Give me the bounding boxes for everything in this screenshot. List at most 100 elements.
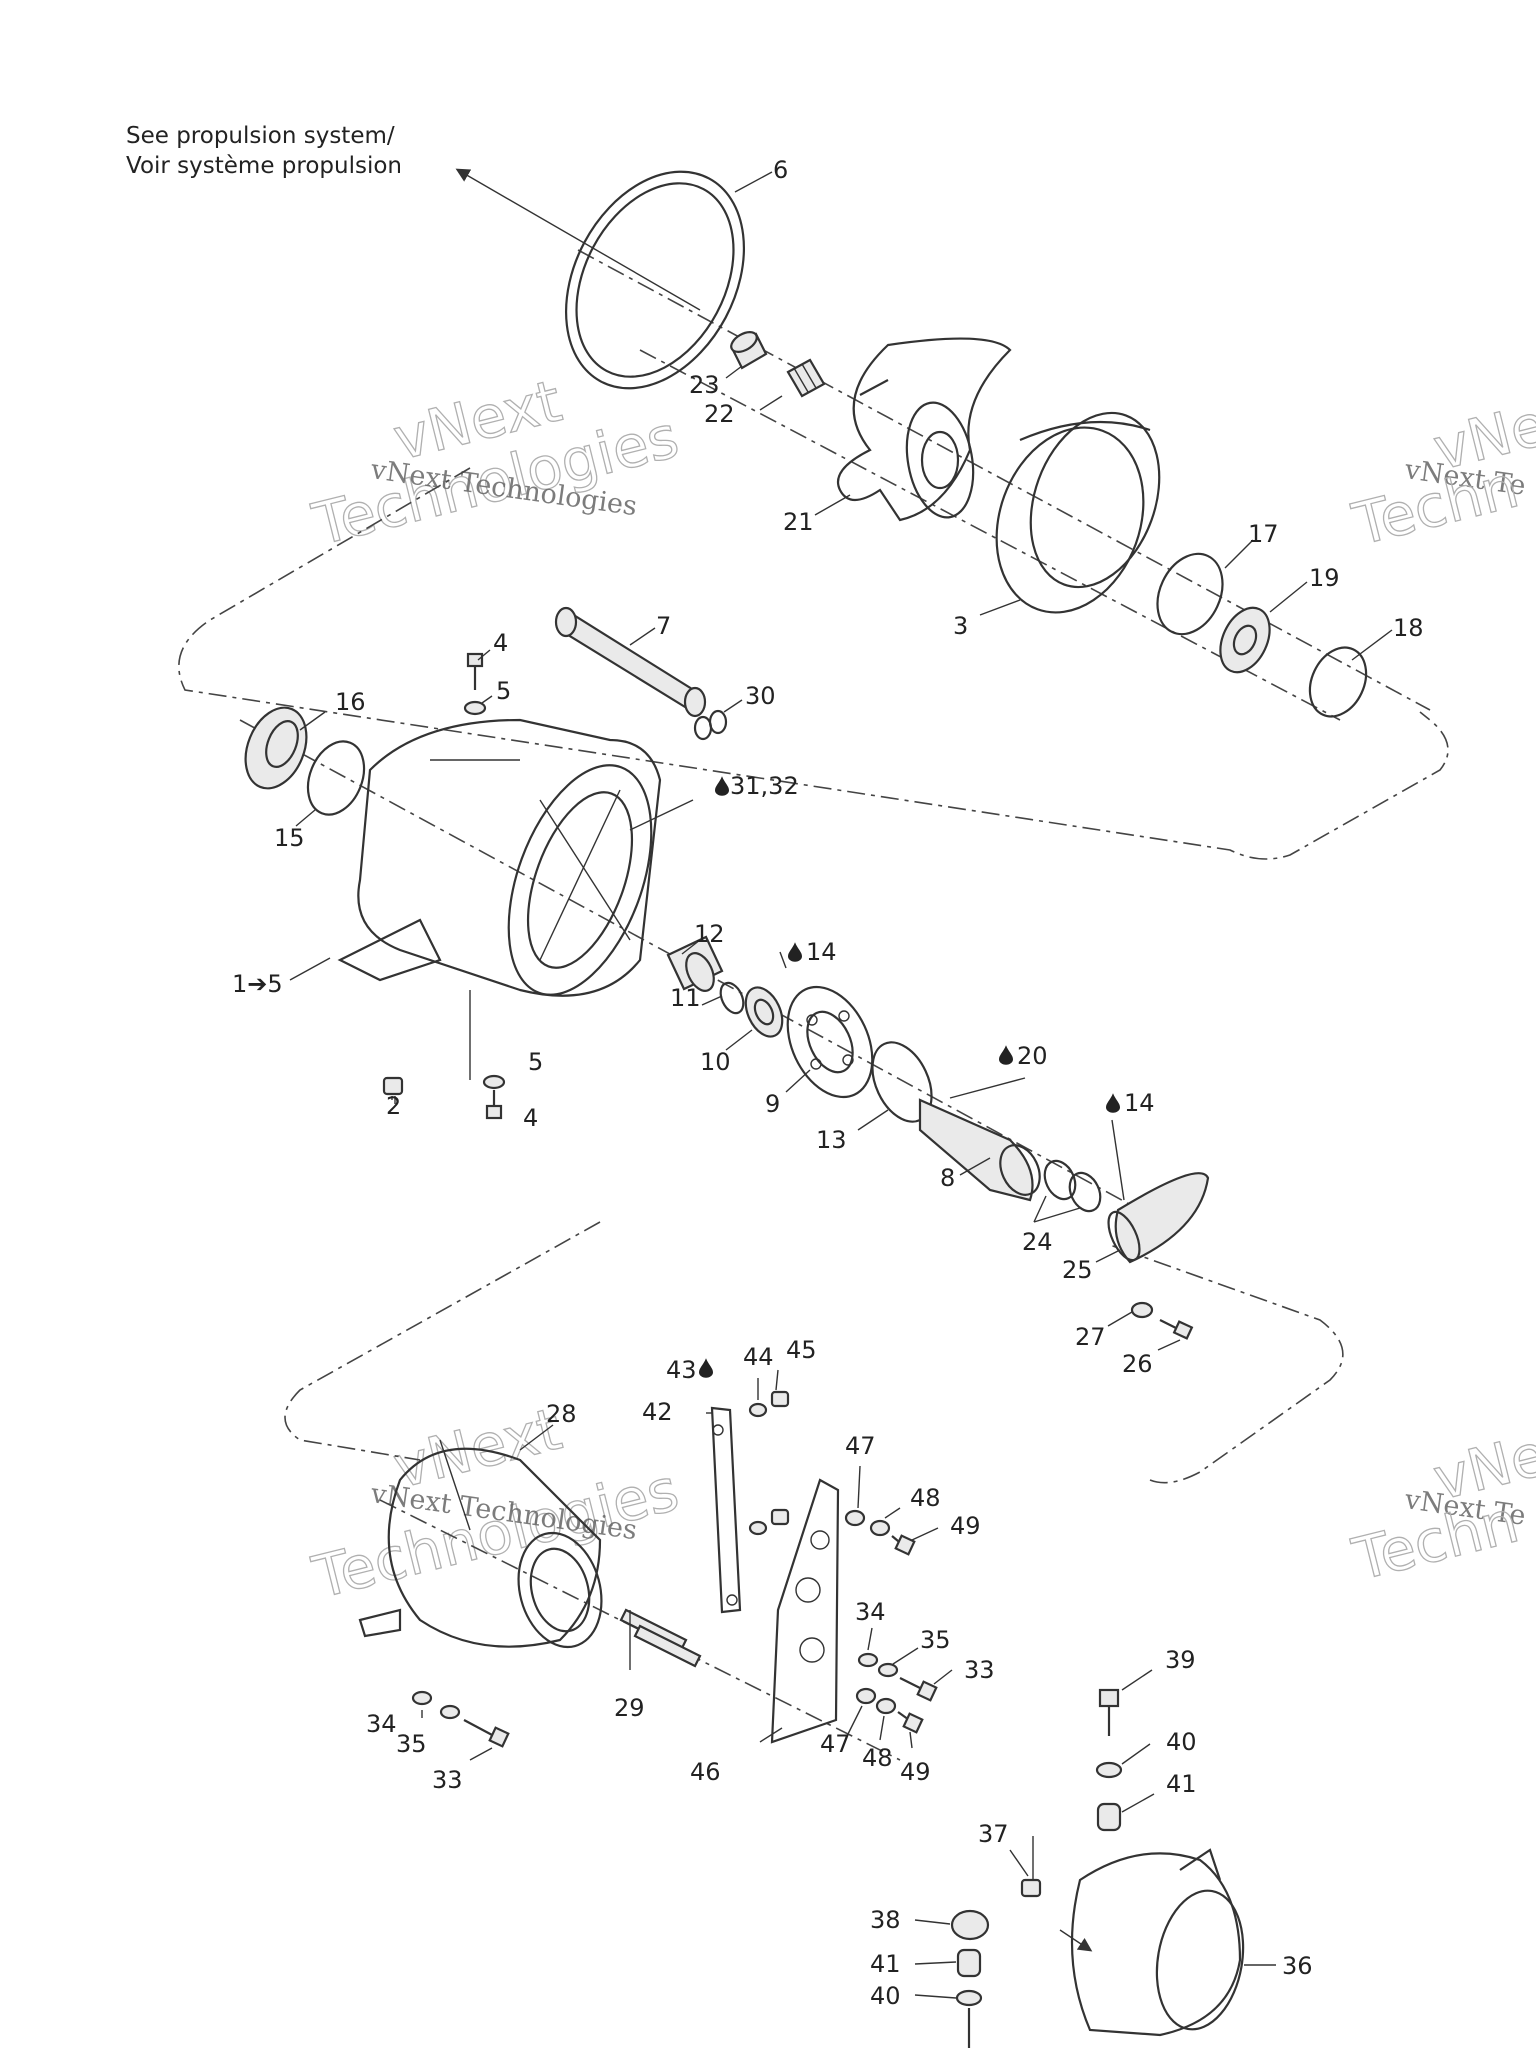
callout-14-b: 14 (1124, 1089, 1155, 1117)
callout-5-bottom: 5 (528, 1048, 543, 1076)
part-33-screw-left (463, 1719, 510, 1748)
callout-22: 22 (704, 400, 735, 428)
callout-23: 23 (689, 371, 720, 399)
callout-19: 19 (1309, 564, 1340, 592)
drop-icon (715, 776, 729, 796)
callout-4-top: 4 (493, 629, 508, 657)
part-16-seal (244, 706, 308, 790)
part-47-washer-lower (855, 1687, 877, 1705)
callout-35-a: 35 (396, 1730, 427, 1758)
callout-40-b: 40 (870, 1982, 901, 2010)
callout-21: 21 (783, 508, 814, 536)
part-8-shaft (918, 1098, 1041, 1202)
part-9-bearing (786, 985, 874, 1099)
part-29-pins (619, 1608, 702, 1668)
part-39-bolt (1098, 1688, 1120, 1736)
callout-46: 46 (690, 1758, 721, 1786)
part-6-ring (564, 170, 746, 390)
part-4-bolt-bottom (485, 1090, 503, 1120)
callout-25: 25 (1062, 1256, 1093, 1284)
callout-48-a: 48 (910, 1484, 941, 1512)
callout-labels: 6 23 22 21 3 17 19 18 7 30 16 15 4 5 31,… (232, 156, 1424, 2010)
part-40-washer-top (1095, 1761, 1123, 1779)
part-49-screw-lower (897, 1711, 924, 1734)
part-48-washer-upper (869, 1519, 891, 1537)
part-17-circlip (1156, 552, 1224, 636)
upper-assembly-boundary (178, 467, 1449, 860)
callout-30: 30 (745, 682, 776, 710)
callout-31-32: 31,32 (730, 772, 799, 800)
part-35-washer-left (439, 1704, 461, 1720)
callout-9: 9 (765, 1090, 780, 1118)
callout-44: 44 (743, 1343, 774, 1371)
part-35-washer-right (877, 1662, 899, 1678)
callout-49-a: 49 (950, 1512, 981, 1540)
part-45-nut-top (770, 1390, 790, 1408)
callout-45: 45 (786, 1336, 817, 1364)
callout-37: 37 (978, 1820, 1009, 1848)
leader-lines (289, 171, 1393, 1999)
callout-47-b: 47 (820, 1730, 851, 1758)
part-28-venturi (358, 1439, 603, 1649)
part-41-bushing-bottom (956, 1948, 982, 1978)
part-45-nut-bottom (770, 1508, 790, 1526)
part-22-plug (786, 358, 826, 398)
callout-10: 10 (700, 1048, 731, 1076)
drop-icon (1106, 1093, 1120, 1113)
part-19-seal (1219, 606, 1271, 674)
part-27-washer (1130, 1301, 1154, 1319)
part-5-washer-top (463, 700, 487, 716)
callout-18: 18 (1393, 614, 1424, 642)
note-line-2: Voir système propulsion (126, 153, 402, 179)
part-11-o-ring (719, 981, 745, 1015)
watermark: vNext Technologies vNext Technologies vN… (305, 366, 1536, 1613)
callout-47-a: 47 (845, 1432, 876, 1460)
part-4-bolt-top (466, 652, 484, 690)
callout-41-a: 41 (1166, 1770, 1197, 1798)
callout-8: 8 (940, 1164, 955, 1192)
part-44-washer-top (748, 1402, 768, 1418)
part-7-shaft (554, 606, 707, 718)
callout-28: 28 (546, 1400, 577, 1428)
arrow-icon (455, 168, 701, 311)
part-41-bushing-top (1096, 1802, 1122, 1832)
callout-15: 15 (274, 824, 305, 852)
part-30-o-rings (693, 709, 728, 741)
part-40-washer-bottom (955, 1989, 983, 2007)
callout-4-bottom: 4 (523, 1104, 538, 1132)
callout-34-b: 34 (855, 1598, 886, 1626)
callout-35-b: 35 (920, 1626, 951, 1654)
callout-34-a: 34 (366, 1710, 397, 1738)
part-1-pump-housing (337, 718, 662, 1080)
callout-27: 27 (1075, 1323, 1106, 1351)
callout-14-a: 14 (806, 938, 837, 966)
lower-assembly-boundary (284, 1221, 1344, 1484)
callout-38: 38 (870, 1906, 901, 1934)
callout-26: 26 (1122, 1350, 1153, 1378)
part-26-screw (1159, 1319, 1194, 1340)
callout-13: 13 (816, 1126, 847, 1154)
part-15-o-ring (306, 740, 366, 816)
callout-42: 42 (642, 1398, 673, 1426)
callout-40-a: 40 (1166, 1728, 1197, 1756)
part-46-bracket (770, 1478, 840, 1744)
callout-6: 6 (773, 156, 788, 184)
callout-20: 20 (1017, 1042, 1048, 1070)
callout-12: 12 (694, 920, 725, 948)
drop-icon (999, 1045, 1013, 1065)
drop-icon (699, 1358, 713, 1378)
part-3-wear-ring (995, 411, 1161, 614)
callout-2: 2 (386, 1092, 401, 1120)
callout-36: 36 (1282, 1952, 1313, 1980)
part-36-nozzle (1059, 1848, 1245, 2037)
part-5-washer-bottom (482, 1074, 506, 1090)
part-34-washer-left (411, 1690, 433, 1706)
callout-3: 3 (953, 612, 968, 640)
callout-1-to-5: 1➔5 (232, 970, 283, 998)
part-34-washer-right (857, 1652, 879, 1668)
part-42-plate (710, 1406, 742, 1614)
callout-49-b: 49 (900, 1758, 931, 1786)
part-10-spacer (744, 986, 784, 1038)
callout-41-b: 41 (870, 1950, 901, 1978)
part-49-screw-upper (891, 1534, 916, 1556)
